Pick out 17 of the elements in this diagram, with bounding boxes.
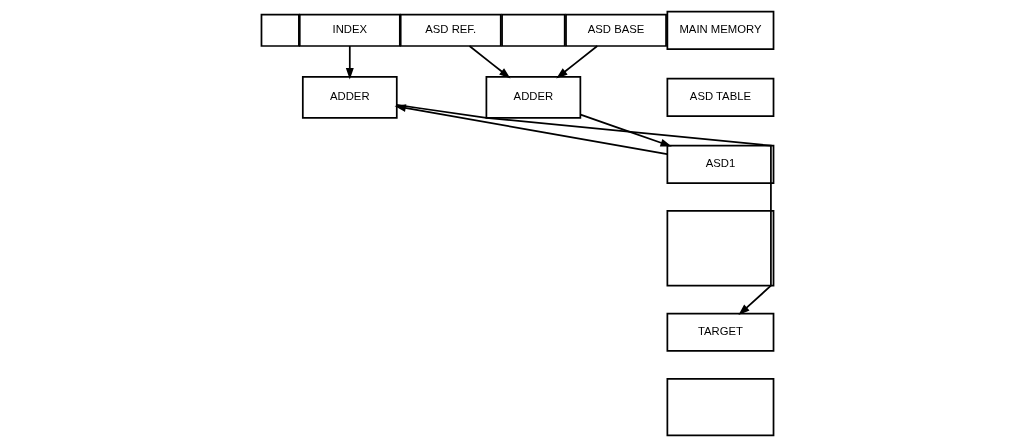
node-box: ADDER	[485, 76, 581, 119]
node-box: ASD TABLE	[666, 77, 774, 117]
node-box: MAIN MEMORY	[666, 10, 774, 50]
node-box: ASD REF.	[399, 13, 502, 47]
arrow	[468, 45, 510, 79]
node-box	[666, 210, 774, 287]
node-box: INDEX	[298, 13, 401, 47]
node-box: ADDER	[301, 76, 398, 119]
node-box	[666, 377, 774, 437]
node-box: ASD1	[666, 144, 774, 184]
arrow	[555, 45, 598, 79]
arrow	[579, 113, 672, 147]
node-box	[260, 13, 300, 47]
node-box	[500, 13, 566, 47]
arrow	[345, 45, 354, 80]
node-box: ASD BASE	[564, 13, 667, 47]
node-box: TARGET	[666, 312, 774, 352]
